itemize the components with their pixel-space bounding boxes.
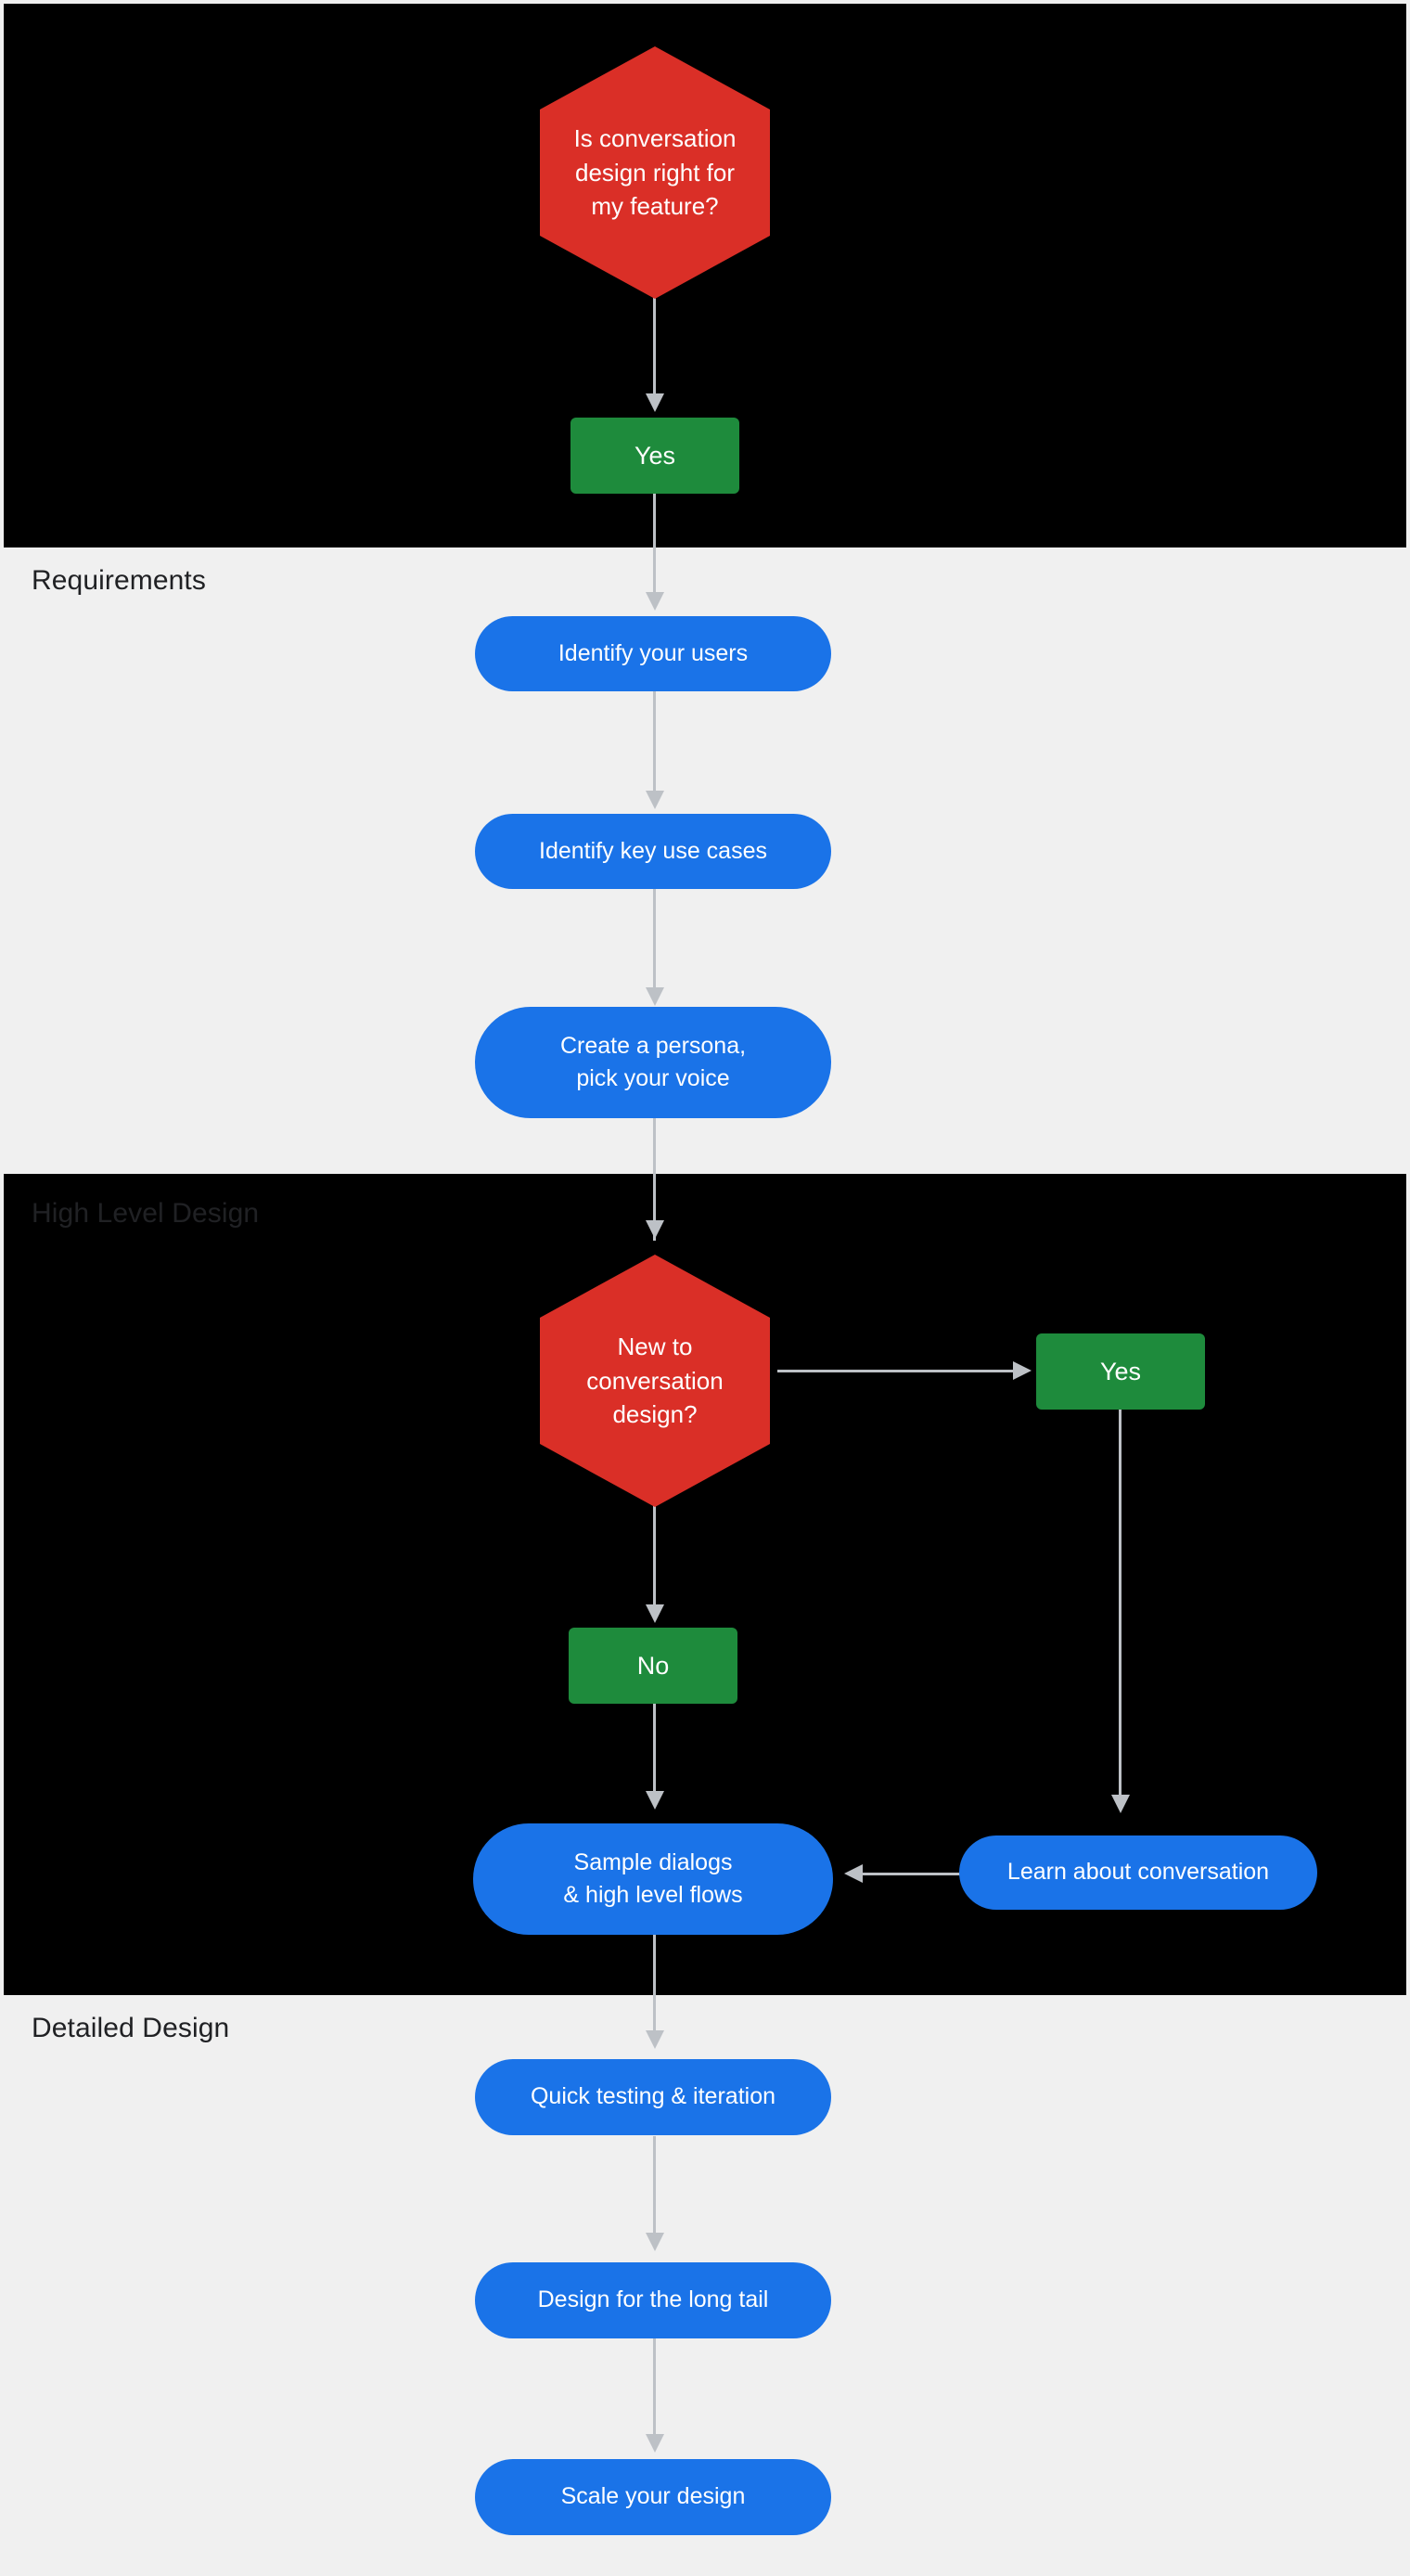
step-node-design-for-long-tail[interactable]: Design for the long tail xyxy=(475,2262,831,2338)
section-label-detailed-design: Detailed Design xyxy=(32,2013,230,2043)
arrowhead-long-tail-to-scale-design xyxy=(646,2434,664,2453)
connector-decision2-to-no2 xyxy=(653,1505,656,1609)
answer-node-no-2[interactable]: No xyxy=(569,1628,737,1704)
connector-decision1-to-yes1 xyxy=(653,295,656,399)
step-node-sample-dialogs-line-1: Sample dialogs xyxy=(573,1848,733,1875)
arrowhead-yes2-to-learn xyxy=(1111,1795,1130,1813)
arrowhead-learn-to-sample-dialogs xyxy=(844,1864,863,1883)
connector-no2-to-sample-dialogs xyxy=(653,1704,656,1797)
step-node-identify-key-use-cases[interactable]: Identify key use cases xyxy=(475,814,831,889)
connector-yes2-to-learn xyxy=(1119,1409,1122,1800)
step-node-scale-your-design[interactable]: Scale your design xyxy=(475,2459,831,2535)
connector-yes1-to-identify-users xyxy=(653,494,656,598)
step-node-create-persona-line-1: Create a persona, xyxy=(559,1032,747,1059)
arrowhead-persona-to-decision2 xyxy=(646,1220,664,1239)
arrowhead-decision2-to-yes2 xyxy=(1013,1361,1032,1380)
arrowhead-decision2-to-no2 xyxy=(646,1604,664,1623)
connector-identify-users-to-use-cases xyxy=(653,691,656,795)
connector-quick-testing-to-long-tail xyxy=(653,2136,656,2238)
section-label-high-level-design: High Level Design xyxy=(32,1198,260,1229)
step-node-create-persona-line-2: pick your voice xyxy=(576,1065,730,1091)
arrowhead-no2-to-sample-dialogs xyxy=(646,1791,664,1810)
connector-long-tail-to-scale-design xyxy=(653,2338,656,2441)
section-label-requirements: Requirements xyxy=(32,565,206,596)
arrowhead-identify-users-to-use-cases xyxy=(646,791,664,809)
connector-learn-to-sample-dialogs xyxy=(863,1873,965,1875)
step-node-sample-dialogs-line-2: & high level flows xyxy=(563,1882,743,1908)
answer-node-yes-1[interactable]: Yes xyxy=(570,418,739,494)
connector-sample-dialogs-to-quick-testing xyxy=(653,1935,656,2037)
step-node-sample-dialogs-high-level-flows[interactable]: Sample dialogs & high level flows xyxy=(473,1823,833,1935)
decision-node-new-to-conversation-design[interactable]: New to conversation design? xyxy=(540,1255,770,1507)
step-node-identify-your-users[interactable]: Identify your users xyxy=(475,616,831,691)
arrowhead-yes1-to-identify-users xyxy=(646,592,664,611)
arrowhead-quick-testing-to-long-tail xyxy=(646,2233,664,2251)
arrowhead-use-cases-to-persona xyxy=(646,987,664,1006)
step-node-create-persona-pick-voice[interactable]: Create a persona, pick your voice xyxy=(475,1007,831,1118)
step-node-learn-about-conversation[interactable]: Learn about conversation xyxy=(959,1835,1317,1910)
connector-decision2-to-yes2 xyxy=(777,1370,1017,1372)
connector-persona-to-decision2 xyxy=(653,1118,656,1241)
step-node-quick-testing-iteration[interactable]: Quick testing & iteration xyxy=(475,2059,831,2135)
arrowhead-sample-dialogs-to-quick-testing xyxy=(646,2030,664,2049)
arrowhead-decision1-to-yes1 xyxy=(646,393,664,412)
connector-use-cases-to-persona xyxy=(653,889,656,993)
answer-node-yes-2[interactable]: Yes xyxy=(1036,1333,1205,1410)
